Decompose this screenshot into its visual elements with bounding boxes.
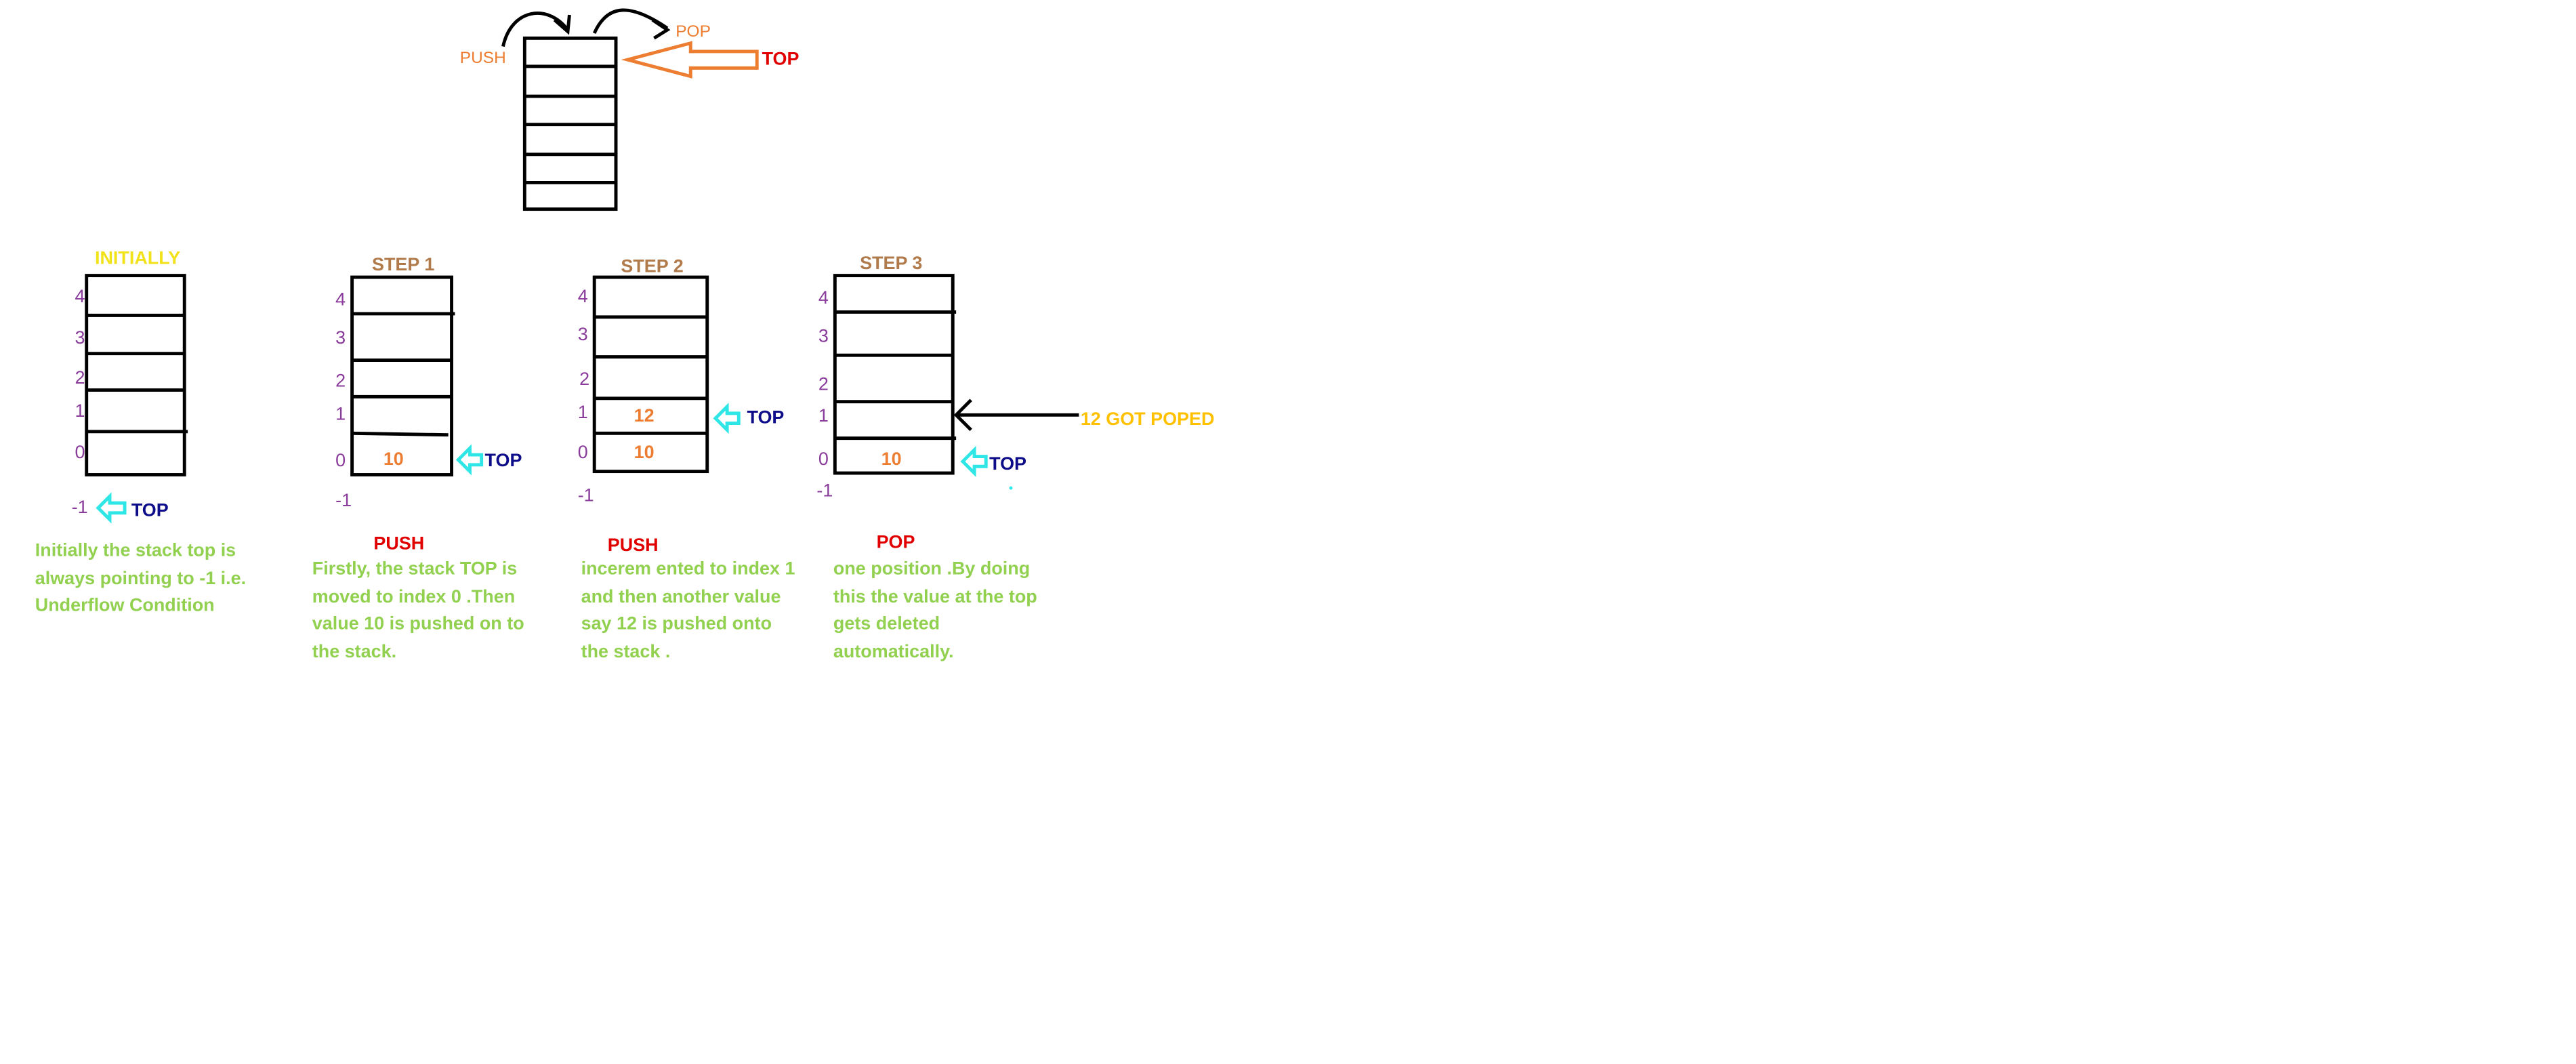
index-label: 1: [578, 402, 588, 422]
index-label: 1: [818, 405, 829, 426]
bottom-index-label: -1: [816, 480, 833, 500]
popped-label: 12 GOT POPED: [1081, 409, 1215, 429]
index-label: 0: [75, 442, 85, 462]
description-line: always pointing to -1 i.e.: [35, 568, 246, 588]
top-pointer-arrow: [96, 492, 127, 524]
description-line: incerem ented to index 1: [581, 558, 795, 578]
description-line: automatically.: [833, 641, 954, 661]
stack-outline: [350, 275, 454, 476]
description-line: Firstly, the stack TOP is: [312, 558, 517, 578]
top-label: TOP: [131, 500, 169, 520]
slot-value: 10: [634, 442, 655, 462]
index-label: 0: [578, 442, 588, 462]
stage-description: Firstly, the stack TOP is moved to index…: [312, 558, 529, 661]
index-label: 2: [818, 374, 829, 394]
op-label: PUSH: [608, 535, 659, 555]
stray-dot: [1009, 486, 1013, 490]
slot-value: 12: [634, 405, 655, 426]
push-label: PUSH: [460, 49, 506, 67]
stage-title: STEP 2: [621, 256, 683, 277]
op-label: PUSH: [373, 533, 424, 554]
index-label: 3: [335, 327, 346, 348]
pop-arrowhead: [651, 18, 671, 40]
stage-title: STEP 3: [860, 253, 922, 273]
push-curved-arrow: [501, 12, 569, 47]
stage-step-3: STEP 3 4 3 2 1 0 -1 10 TOP 12 GOT POPED …: [816, 253, 1214, 661]
stack-outline: [833, 274, 955, 475]
description-line: the stack.: [312, 641, 396, 661]
stage-title: INITIALLY: [95, 247, 180, 268]
description-line: Underflow Condition: [35, 594, 215, 615]
stage-title: STEP 1: [372, 254, 434, 274]
stage-initially: INITIALLY 4 3 2 1 0 -1 TOP Initially the…: [35, 247, 251, 615]
stage-step-1: STEP 1 4 3 2 1 0 -1 10 TOP PUSH Firstly,…: [312, 254, 529, 661]
index-label: 3: [818, 326, 829, 346]
index-label: 0: [335, 450, 346, 470]
description-line: this the value at the top: [833, 586, 1037, 607]
stage-description: incerem ented to index 1 and then anothe…: [581, 558, 800, 661]
bottom-index-label: -1: [335, 490, 352, 510]
description-line: say 12 is pushed onto: [581, 613, 772, 633]
slot-value: 10: [383, 449, 404, 469]
header-top-label: TOP: [762, 49, 799, 69]
index-label: 2: [579, 369, 589, 389]
description-line: gets deleted: [833, 613, 940, 633]
top-label: TOP: [485, 450, 522, 470]
top-pointer-arrow: [960, 445, 988, 477]
index-label: 1: [75, 401, 85, 421]
top-label: TOP: [989, 453, 1026, 474]
stack-outline: [592, 275, 709, 474]
top-pointer-arrow: [455, 444, 484, 476]
index-label: 2: [335, 371, 346, 391]
stage-description: one position .By doing this the value at…: [833, 558, 1042, 661]
index-label: 0: [818, 449, 829, 469]
description-line: and then another value: [581, 586, 781, 607]
top-label: TOP: [747, 407, 785, 428]
slot-value: 10: [881, 449, 902, 469]
bottom-index-label: -1: [72, 497, 88, 517]
description-line: the stack .: [581, 641, 671, 661]
top-block-arrow: [621, 41, 759, 79]
index-label: 2: [75, 367, 85, 388]
index-label: 4: [578, 286, 588, 306]
description-line: value 10 is pushed on to: [312, 613, 524, 633]
bottom-index-label: -1: [578, 485, 594, 506]
stack-outline: [85, 274, 186, 476]
op-label: POP: [877, 531, 915, 552]
index-label: 1: [335, 404, 346, 424]
description-line: one position .By doing: [833, 558, 1030, 578]
index-label: 3: [578, 324, 588, 344]
popped-arrowhead: [953, 398, 972, 432]
index-label: 3: [75, 327, 85, 348]
stage-description: Initially the stack top is always pointi…: [35, 540, 251, 615]
top-pointer-arrow: [713, 403, 741, 434]
header-stack-group: PUSH POP TOP: [460, 8, 799, 211]
index-label: 4: [335, 289, 346, 310]
pop-label: POP: [676, 22, 711, 41]
stage-step-2: STEP 2 4 3 2 1 0 -1 12 10 TOP PUSH incer…: [578, 256, 800, 661]
index-label: 4: [818, 287, 829, 308]
description-line: moved to index 0 .Then: [312, 586, 515, 607]
push-arrowhead: [553, 14, 571, 35]
index-label: 4: [75, 286, 85, 306]
slot-divider: [352, 431, 449, 437]
description-line: Initially the stack top is: [35, 540, 236, 560]
